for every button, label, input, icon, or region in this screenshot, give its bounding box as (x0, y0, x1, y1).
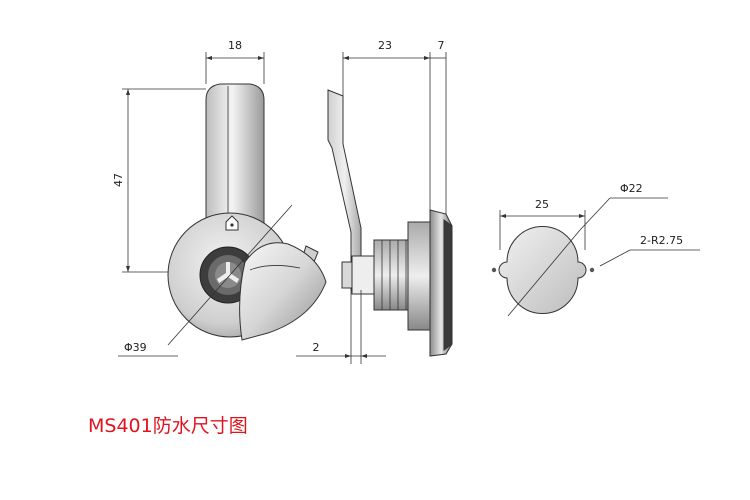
dim-body-diameter: Φ39 (124, 341, 147, 354)
front-view (167, 83, 327, 346)
dim-body-depth: 23 (378, 39, 392, 52)
dim-cutout-width: 25 (535, 198, 549, 211)
panel-cutout (491, 226, 595, 317)
dim-lever-width: 18 (228, 39, 242, 52)
dimension-lines (118, 52, 700, 364)
drawing-caption: MS401防水尺寸图 (88, 415, 248, 437)
lever (205, 83, 265, 226)
dim-panel-thickness: 2 (313, 341, 320, 354)
nut (407, 221, 431, 331)
dim-cutout-radius: 2-R2.75 (640, 234, 683, 247)
dim-lever-length: 47 (112, 173, 125, 187)
keyhole-icon (217, 262, 239, 283)
dim-flange-thickness: 7 (438, 39, 445, 52)
side-view (327, 89, 453, 357)
lock-symbol-icon (225, 215, 239, 231)
dim-cutout-diameter: Φ22 (620, 182, 643, 195)
cutout-shape (498, 226, 587, 314)
